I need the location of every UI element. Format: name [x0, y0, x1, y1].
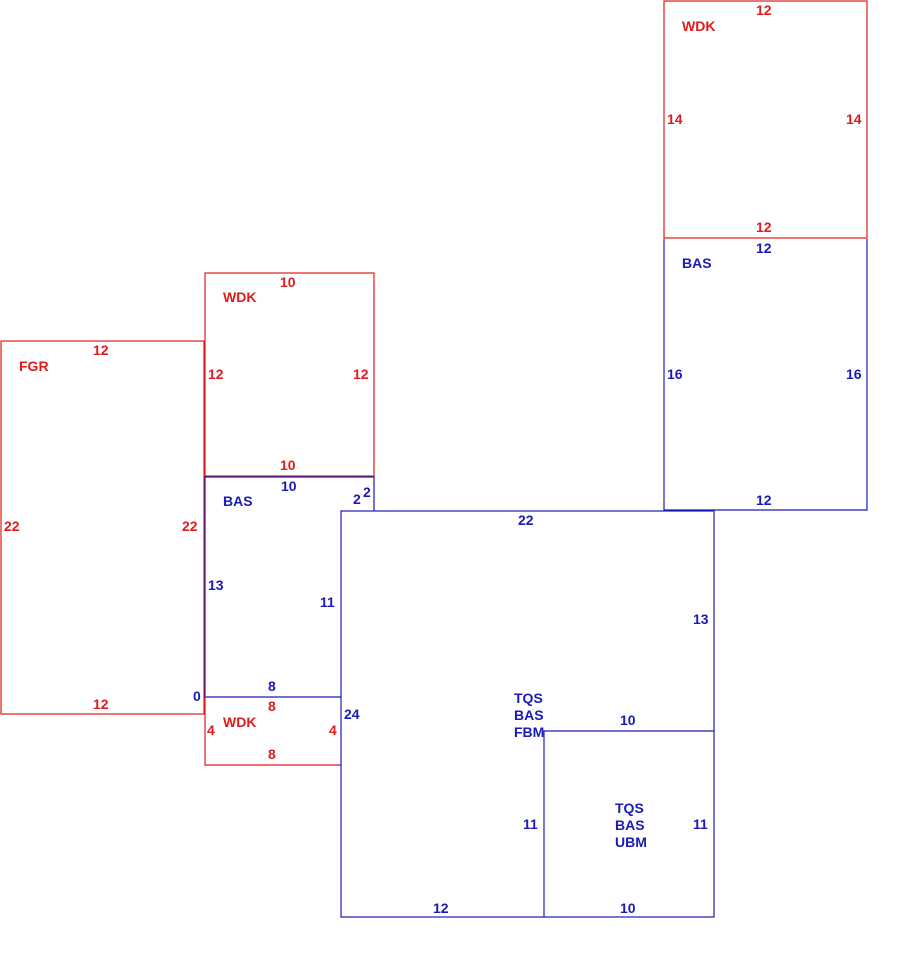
- wdk-left-upper-dim-bottom: 10: [280, 457, 296, 473]
- bas-left-dim-corner-a: 2: [353, 491, 361, 507]
- wdk-left-lower-code: WDK: [223, 714, 256, 730]
- main-fbm-code: TQS BAS FBM: [514, 690, 547, 740]
- fgr-outline: [0, 340, 205, 715]
- main-fbm-code-line-3: FBM: [514, 724, 544, 740]
- bas-right-dim-bottom: 12: [756, 492, 772, 508]
- wdk-left-upper-dim-left: 12: [208, 366, 224, 382]
- main-fbm-dim-inner-left: 11: [523, 816, 538, 832]
- ubm-dim-bottom: 10: [620, 900, 636, 916]
- main-fbm-dim-bottom: 12: [433, 900, 449, 916]
- bas-left-dim-top: 10: [281, 478, 297, 494]
- bas-left-dim-right: 11: [320, 594, 335, 610]
- wdk-right-dim-top: 12: [756, 2, 772, 18]
- wdk-left-lower-dim-left: 4: [207, 722, 215, 738]
- main-fbm-outline: [340, 510, 715, 918]
- wdk-right-dim-right: 14: [846, 111, 862, 127]
- area-bas-left: BAS 10 13 11 8 2 2 0: [193, 476, 375, 704]
- ubm-dim-top: 10: [620, 712, 636, 728]
- area-wdk-left-upper: WDK 10 10 12 12: [204, 272, 375, 477]
- wdk-left-lower-dim-top: 8: [268, 698, 276, 714]
- ubm-code: TQS BAS UBM: [615, 800, 648, 850]
- ubm-outline: [543, 730, 714, 917]
- ubm-dim-right: 11: [693, 816, 708, 832]
- main-fbm-dim-top: 22: [518, 512, 534, 528]
- bas-left-outline: [204, 476, 375, 698]
- main-fbm-code-line-1: TQS: [514, 690, 543, 706]
- wdk-left-lower-outline: [204, 697, 341, 766]
- ubm-code-line-2: BAS: [615, 817, 645, 833]
- area-main-fbm: TQS BAS FBM 22 13 24 12 11: [340, 510, 715, 918]
- main-fbm-code-line-2: BAS: [514, 707, 544, 723]
- bas-left-dim-left: 13: [208, 577, 224, 593]
- area-wdk-left-lower: WDK 8 8 4 4: [204, 697, 341, 766]
- bas-left-dim-corner-c: 0: [193, 688, 201, 704]
- bas-right-dim-top: 12: [756, 240, 772, 256]
- fgr-dim-left: 22: [4, 518, 20, 534]
- wdk-right-dim-bottom: 12: [756, 219, 772, 235]
- bas-right-outline: [663, 239, 868, 511]
- bas-left-dim-corner-b: 2: [363, 484, 371, 500]
- wdk-left-upper-code: WDK: [223, 289, 256, 305]
- wdk-left-upper-outline: [204, 272, 375, 477]
- ubm-code-line-1: TQS: [615, 800, 644, 816]
- area-wdk-right: WDK 12 12 14 14: [663, 0, 868, 239]
- wdk-left-upper-dim-top: 10: [280, 274, 296, 290]
- bas-left-code: BAS: [223, 493, 253, 509]
- fgr-dim-bottom: 12: [93, 696, 109, 712]
- fgr-dim-right: 22: [182, 518, 198, 534]
- wdk-left-upper-dim-right: 12: [353, 366, 369, 382]
- area-bas-right: BAS 12 12 16 16: [663, 239, 868, 511]
- wdk-right-code: WDK: [682, 18, 715, 34]
- wdk-right-outline: [663, 0, 868, 239]
- fgr-code: FGR: [19, 358, 49, 374]
- main-fbm-dim-left: 24: [344, 706, 360, 722]
- ubm-code-line-3: UBM: [615, 834, 647, 850]
- main-fbm-dim-right: 13: [693, 611, 709, 627]
- wdk-right-dim-left: 14: [667, 111, 683, 127]
- bas-right-code: BAS: [682, 255, 712, 271]
- wdk-left-lower-dim-right: 4: [329, 722, 337, 738]
- bas-right-dim-left: 16: [667, 366, 683, 382]
- area-fgr: FGR 12 12 22 22: [0, 340, 205, 715]
- fgr-dim-top: 12: [93, 342, 109, 358]
- bas-left-dim-bottom: 8: [268, 678, 276, 694]
- area-ubm: TQS BAS UBM 10 10 11: [543, 712, 714, 917]
- bas-right-dim-right: 16: [846, 366, 862, 382]
- wdk-left-lower-dim-bottom: 8: [268, 746, 276, 762]
